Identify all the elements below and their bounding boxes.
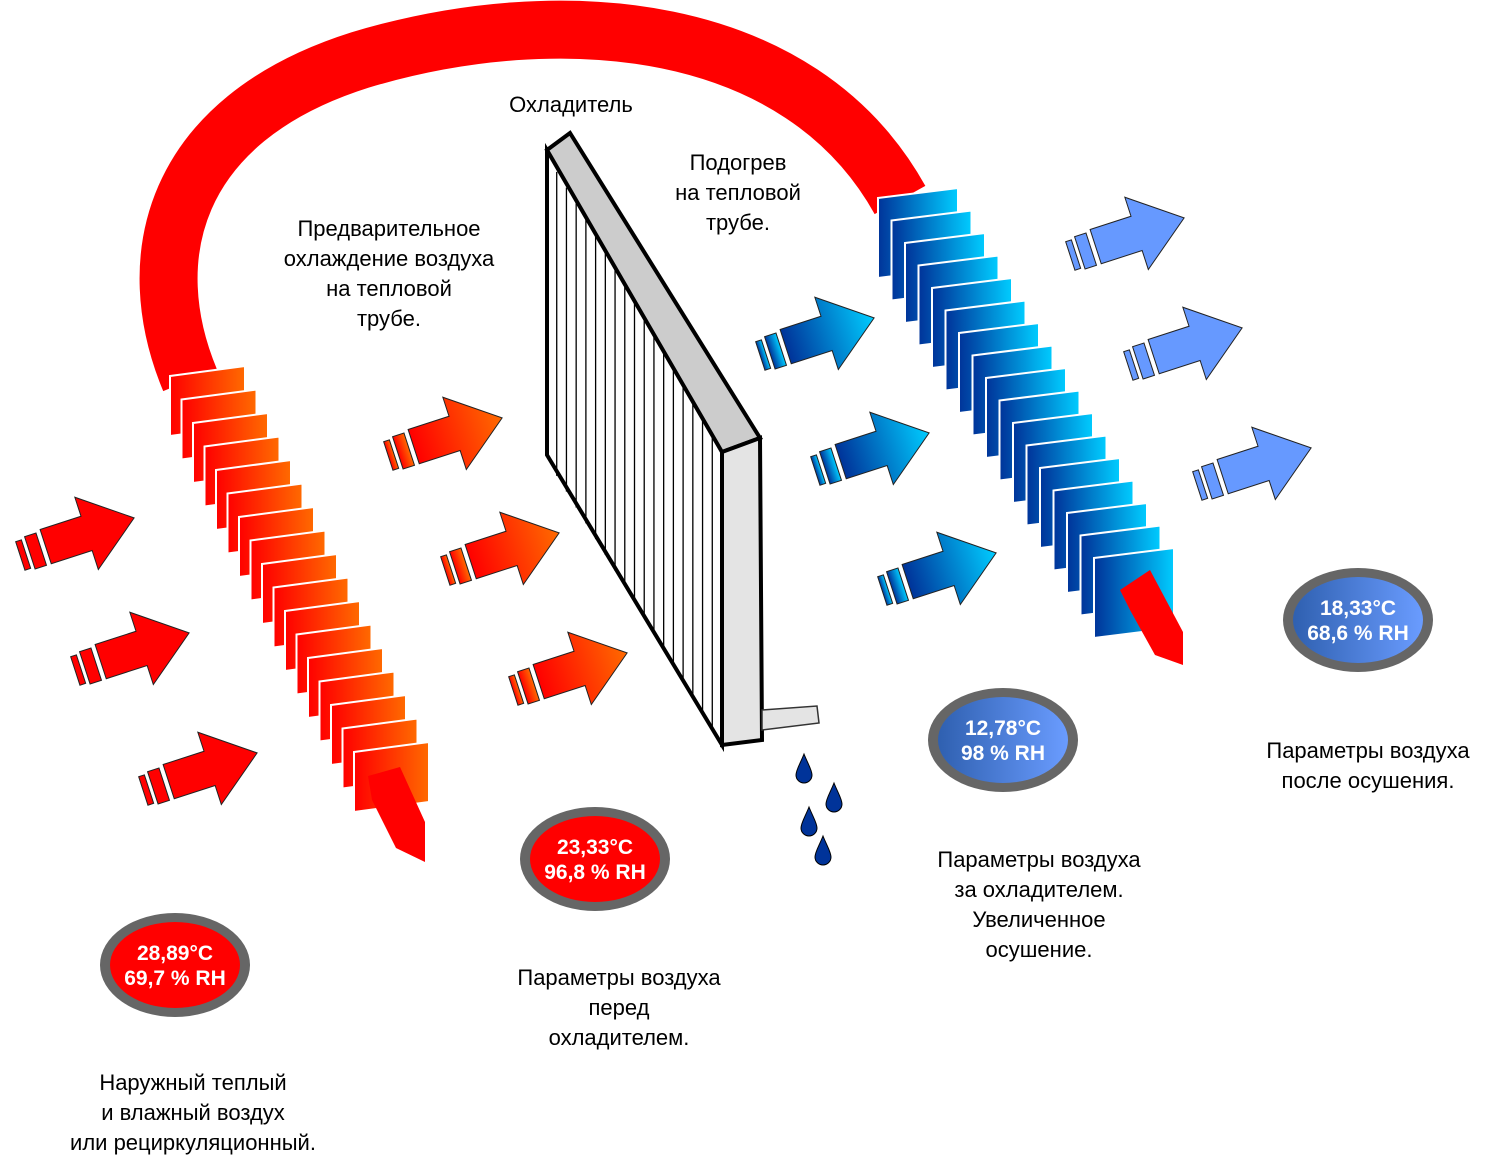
air-arrow-supply [1065,196,1185,271]
badge-after-cooler: 12,78°C98 % RH [928,688,1078,792]
label-cooler: Охладитель [509,92,633,117]
label-line: на тепловой [675,180,801,205]
condensate-drain-pipe [761,705,820,731]
air-arrow-cooled [810,411,930,486]
badge-temperature: 28,89°C [137,942,213,965]
heat-pipe-arc [139,0,926,392]
air-arrow-precooled [383,396,503,471]
air-arrow-precooled [508,631,628,706]
label-line: Параметры воздуха [1266,738,1470,763]
label-line: трубе. [706,210,770,235]
cooler-coil-side-edge [720,435,765,748]
air-arrow-precooled [440,511,560,586]
water-drop-icon [814,834,832,866]
label-line: Параметры воздуха [517,965,721,990]
badge-before-cooler: 23,33°C96,8 % RH [520,807,670,911]
label-line: после осушения. [1282,768,1455,793]
label-line: и влажный воздух [101,1100,285,1125]
badge-temperature: 18,33°C [1320,597,1396,620]
badge-after-drying: 18,33°C68,6 % RH [1283,568,1433,672]
label-line: на тепловой [326,276,452,301]
cooler-coil [544,130,820,753]
label-line: Предварительное [297,216,480,241]
badge-temperature: 12,78°C [965,717,1041,740]
label-line: Увеличенное [972,907,1105,932]
badge-temperature: 23,33°C [557,836,633,859]
label-line: Наружный теплый [99,1070,286,1095]
label-line: Подогрев [690,150,787,175]
air-arrow-supply [1123,306,1243,381]
badge-outdoor: 28,89°C69,7 % RH [100,913,250,1017]
air-arrow-supply [1192,426,1312,501]
water-drop-icon [800,805,818,837]
water-drop-icon [795,752,813,784]
label-before-cooler: Параметры воздуха перед охладителем. [517,965,721,1050]
water-drop-icon [825,781,843,813]
badge-humidity: 98 % RH [961,742,1045,765]
label-precool: Предварительное охлаждение воздуха на тепл… [284,216,495,331]
label-line: охладителем. [549,1025,690,1050]
label-line: Параметры воздуха [937,847,1141,872]
air-arrow-inlet [138,731,258,806]
label-reheat: Подогрев на тепловой трубе. [675,150,801,235]
label-line: охлаждение воздуха [284,246,495,271]
label-after-cooler: Параметры воздуха за охладителем. Увеличен… [937,847,1141,962]
label-line: осушение. [986,937,1093,962]
condensate-drops [795,752,843,866]
badge-humidity: 96,8 % RH [544,861,646,884]
heat-pipe-reheat-end [1120,570,1183,665]
badge-humidity: 68,6 % RH [1307,622,1409,645]
air-arrow-cooled [877,531,997,606]
heat-pipe-precool-end [368,767,425,862]
air-arrow-inlet [70,611,190,686]
air-arrow-inlet [15,496,135,571]
label-outdoor-air: Наружный теплый и влажный воздух или рецир… [70,1070,316,1155]
label-line: трубе. [357,306,421,331]
label-after-drying: Параметры воздуха после осушения. [1266,738,1470,793]
label-line: за охладителем. [954,877,1123,902]
label-line: или рециркуляционный. [70,1130,316,1155]
badge-humidity: 69,7 % RH [124,967,226,990]
air-arrow-cooled [755,296,875,371]
label-line: перед [589,995,650,1020]
